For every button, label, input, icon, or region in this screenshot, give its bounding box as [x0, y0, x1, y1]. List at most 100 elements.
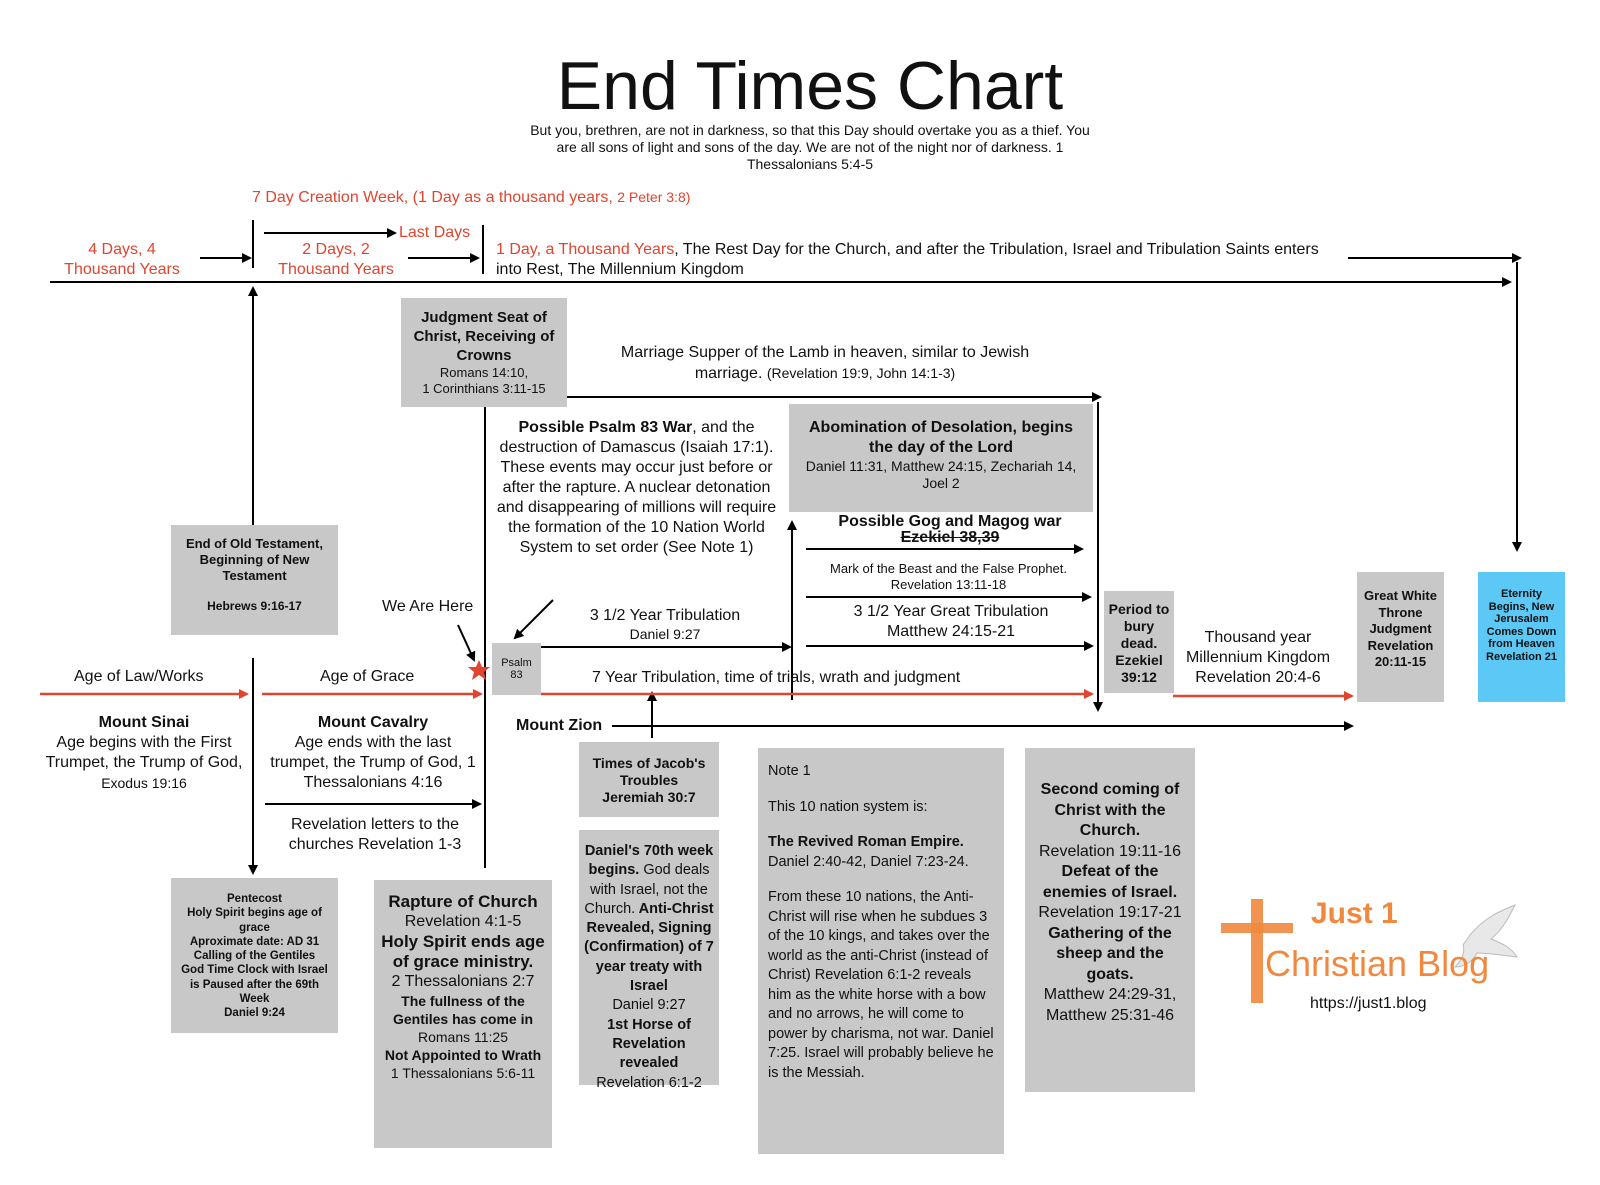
- age-grace-label: Age of Grace: [320, 668, 415, 685]
- note1-p1: This 10 nation system is:: [768, 798, 928, 815]
- two-days-label: 2 Days, 2 Thousand Years: [278, 241, 394, 278]
- last-days-label: Last Days: [399, 224, 471, 241]
- rev-letters-label: Revelation letters to the churches Revel…: [288, 816, 462, 853]
- one-day-text: 1 Day, a Thousand Years: [496, 241, 675, 258]
- second-coming-t3: Gathering of the sheep and the goats.: [1048, 924, 1172, 983]
- mount-sinai-block: Mount Sinai Age begins with the First Tr…: [44, 713, 244, 794]
- mount-sinai-ref: Exodus 19:16: [101, 775, 187, 791]
- period-bury-ref: Ezekiel 39:12: [1115, 652, 1163, 685]
- abomination-box: Abomination of Desolation, begins the da…: [789, 404, 1093, 512]
- great-trib-ref: Matthew 24:15-21: [886, 623, 1016, 640]
- gog-magog-label: Possible Gog and Magog war Ezekiel 38,39: [820, 512, 1080, 548]
- rapture-holy-spirit: Holy Spirit ends age of grace ministry.: [381, 932, 545, 971]
- note1-p2-bold: The Revived Roman Empire.: [768, 834, 964, 850]
- rapture-ref3: Romans 11:25: [417, 1029, 508, 1045]
- logo-line1: Just 1: [1311, 897, 1398, 930]
- abomination-title: Abomination of Desolation, begins the da…: [809, 419, 1073, 456]
- period-bury-box: Period to bury dead. Ezekiel 39:12: [1104, 591, 1174, 693]
- millennium-label: Thousand year Millennium Kingdom Revelat…: [1168, 628, 1348, 688]
- gog-text: Possible Gog and Magog war: [838, 513, 1062, 530]
- second-coming-t2: Defeat of the enemies of Israel.: [1042, 863, 1178, 901]
- dove-icon: [1453, 904, 1518, 968]
- logo-url: https://just1.blog: [1310, 995, 1427, 1012]
- great-trib-label: 3 1/2 Year Great Tribulation Matthew 24:…: [806, 602, 1096, 642]
- note1-head: Note 1: [768, 763, 811, 779]
- second-coming-box: Second coming of Christ with the Church.…: [1025, 748, 1195, 1092]
- pentecost-line-2: Aproximate date: AD 31: [189, 935, 320, 948]
- four-days-label: 4 Days, 4 Thousand Years: [64, 241, 180, 278]
- trib-text: 3 1/2 Year Tribulation: [589, 607, 741, 624]
- jacobs-trouble-box: Times of Jacob's Troubles Jeremiah 30:7: [579, 742, 719, 817]
- old-testament-box: End of Old Testament, Beginning of New T…: [171, 525, 338, 635]
- pentecost-line-0: Pentecost: [227, 893, 282, 905]
- great-white-box: Great White Throne Judgment Revelation 2…: [1357, 572, 1444, 702]
- star-icon: [468, 660, 490, 680]
- logo-line2: Christian Blog: [1265, 943, 1490, 984]
- daniel70-t1: Daniel's 70th week begins.: [584, 843, 714, 879]
- great-white-ref: Revelation 20:11-15: [1367, 637, 1434, 670]
- pentecost-line-3: Calling of the Gentiles: [193, 950, 316, 963]
- rest-day-label: 1 Day, a Thousand Years, The Rest Day fo…: [496, 240, 1346, 280]
- marriage-text: Marriage Supper of the Lamb in heaven, s…: [620, 344, 1030, 382]
- rapture-ref1: Revelation 4:1-5: [404, 913, 522, 930]
- rapture-title: Rapture of Church: [388, 892, 538, 911]
- cross-icon: [1251, 899, 1263, 1003]
- pentecost-box: Pentecost Holy Spirit begins age of grac…: [171, 878, 338, 1033]
- daniel-70th-box: Daniel's 70th week begins. God deals wit…: [579, 830, 719, 1091]
- rapture-box: Rapture of Church Revelation 4:1-5 Holy …: [374, 880, 552, 1148]
- rapture-gentiles: The fullness of the Gentiles has come in: [392, 993, 534, 1027]
- psalm83-war-label: Possible Psalm 83 War, and the destructi…: [488, 418, 785, 558]
- great-trib-text: 3 1/2 Year Great Tribulation: [853, 603, 1049, 620]
- jacobs-ref: Jeremiah 30:7: [602, 789, 696, 805]
- eternity-box: Eternity Begins, New Jerusalem Comes Dow…: [1478, 572, 1565, 702]
- pentecost-line-5: Daniel 9:24: [224, 1007, 285, 1020]
- page-title: End Times Chart: [556, 48, 1064, 124]
- mount-calvary-block: Mount Cavalry Age ends with the last tru…: [268, 713, 478, 793]
- mount-calvary-text: Age ends with the last trumpet, the Trum…: [270, 734, 476, 791]
- daniel70-n1: God deals with Israel, not the Church.: [584, 862, 710, 917]
- pentecost-line-1: Holy Spirit begins age of grace: [187, 907, 322, 934]
- psalm83-war-text: , and the destruction of Damascus (Isaia…: [496, 419, 777, 556]
- pentecost-line-4: God Time Clock with Israel is Paused aft…: [181, 964, 328, 1006]
- rest-day-text: , The Rest Day for the Church, and after…: [496, 241, 1319, 278]
- mount-zion-label: Mount Zion: [516, 717, 603, 734]
- jacobs-title: Times of Jacob's Troubles: [592, 755, 706, 788]
- logo-graphic: [1221, 899, 1518, 1003]
- note1-box: Note 1 This 10 nation system is: The Rev…: [758, 748, 1004, 1154]
- daniel70-r2: Revelation 6:1-2: [596, 1074, 702, 1091]
- daniel70-t3: 1st Horse of Revelation revealed: [607, 1016, 691, 1072]
- rapture-ref4: 1 Thessalonians 5:6-11: [390, 1065, 536, 1081]
- daniel70-r1: Daniel 9:27: [612, 997, 686, 1014]
- rapture-ref2: 2 Thessalonians 2:7: [391, 973, 535, 990]
- mount-sinai-text: Age begins with the First Trumpet, the T…: [45, 734, 243, 771]
- gog-ref: Ezekiel 38,39: [900, 529, 1000, 546]
- mount-sinai-title: Mount Sinai: [98, 714, 190, 731]
- creation-week-label: 7 Day Creation Week, (1 Day as a thousan…: [252, 189, 690, 207]
- marriage-ref: (Revelation 19:9, John 14:1-3): [766, 365, 956, 381]
- second-coming-r1: Revelation 19:11-16: [1038, 842, 1182, 860]
- daniel70-t2: Anti-Christ Revealed, Signing (Confirmat…: [584, 900, 714, 995]
- creation-week-ref: 2 Peter 3:8): [617, 189, 691, 205]
- creation-week-text: 7 Day Creation Week, (1 Day as a thousan…: [252, 189, 613, 206]
- just1-logo: Just 1 Christian Blog https://just1.blog: [1215, 895, 1555, 1015]
- second-coming-r2: Revelation 19:17-21: [1038, 904, 1182, 921]
- psalm83-box: Psalm 83: [492, 643, 541, 695]
- age-law-label: Age of Law/Works: [74, 668, 204, 685]
- old-testament-ref: Hebrews 9:16-17: [207, 599, 302, 613]
- judgment-seat-ref1: Romans 14:10,: [439, 365, 529, 380]
- seven-year-label: 7 Year Tribulation, time of trials, wrat…: [592, 669, 961, 686]
- great-white-title: Great White Throne Judgment: [1364, 588, 1437, 636]
- old-testament-text: End of Old Testament, Beginning of New T…: [186, 536, 323, 583]
- second-coming-t1: Second coming of Christ with the Church.: [1040, 781, 1180, 839]
- trib-ref: Daniel 9:27: [629, 626, 701, 642]
- judgment-seat-box: Judgment Seat of Christ, Receiving of Cr…: [401, 298, 567, 407]
- period-bury-title: Period to bury dead.: [1108, 601, 1170, 651]
- millennium-ref: Revelation 20:4-6: [1195, 669, 1321, 686]
- second-coming-r3: Matthew 24:29-31, Matthew 25:31-46: [1043, 986, 1177, 1024]
- mark-beast-label: Mark of the Beast and the False Prophet.…: [829, 561, 1068, 592]
- psalm83-war-bold: Possible Psalm 83 War: [518, 419, 693, 436]
- judgment-seat-title: Judgment Seat of Christ, Receiving of Cr…: [413, 309, 555, 364]
- header-verse: But you, brethren, are not in darkness, …: [530, 122, 1090, 172]
- marriage-supper-label: Marriage Supper of the Lamb in heaven, s…: [595, 343, 1055, 384]
